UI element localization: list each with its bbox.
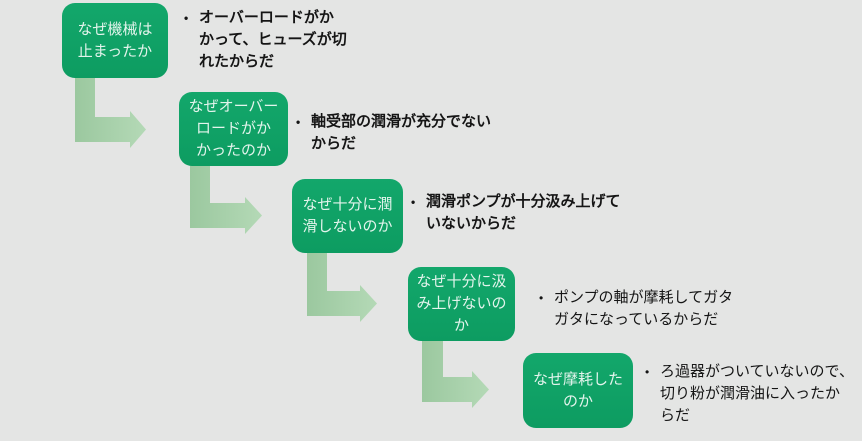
why-box-3: なぜ十分に潤 滑しないのか	[292, 179, 403, 253]
elbow-arrow-2	[190, 164, 262, 234]
answer-4-text: ポンプの軸が摩耗してガタ ガタになっているからだ	[554, 289, 734, 328]
bullet-icon: •	[296, 115, 301, 129]
why-box-2: なぜオーバー ロードがか かったのか	[179, 92, 288, 166]
why-box-5-label: なぜ摩耗した のか	[532, 370, 623, 410]
answer-1-text: オーバーロードがか かって、ヒューズが切 れたからだ	[199, 9, 347, 70]
answer-2: • 軸受部の潤滑が充分でない からだ	[296, 111, 556, 155]
elbow-arrow-3	[307, 253, 377, 322]
why-box-1-label: なぜ機械は 止まったか	[77, 20, 153, 60]
why-box-2-label: なぜオーバー ロードがか かったのか	[188, 98, 279, 159]
answer-3: • 潤滑ポンプが十分汲み上げて いないからだ	[411, 191, 671, 235]
elbow-arrow-4	[422, 340, 489, 408]
elbow-arrow-1	[75, 77, 146, 148]
bullet-icon: •	[411, 195, 416, 209]
bullet-icon: •	[539, 291, 544, 305]
answer-5-text: ろ過器がついていないので、 切り粉が潤滑油に入ったか らだ	[660, 363, 854, 424]
answer-1: • オーバーロードがか かって、ヒューズが切 れたからだ	[184, 7, 394, 73]
answer-4: • ポンプの軸が摩耗してガタ ガタになっているからだ	[539, 287, 789, 331]
why-box-4-label: なぜ十分に汲 み上げないの か	[416, 273, 507, 334]
bullet-icon: •	[184, 11, 189, 25]
answer-5: • ろ過器がついていないので、 切り粉が潤滑油に入ったか らだ	[645, 361, 860, 427]
why-box-1: なぜ機械は 止まったか	[62, 3, 168, 78]
why-box-4: なぜ十分に汲 み上げないの か	[408, 267, 515, 341]
why-box-3-label: なぜ十分に潤 滑しないのか	[302, 196, 393, 235]
answer-2-text: 軸受部の潤滑が充分でない からだ	[311, 113, 492, 152]
bullet-icon: •	[645, 365, 650, 379]
why-box-5: なぜ摩耗した のか	[523, 353, 633, 428]
answer-3-text: 潤滑ポンプが十分汲み上げて いないからだ	[426, 193, 621, 232]
